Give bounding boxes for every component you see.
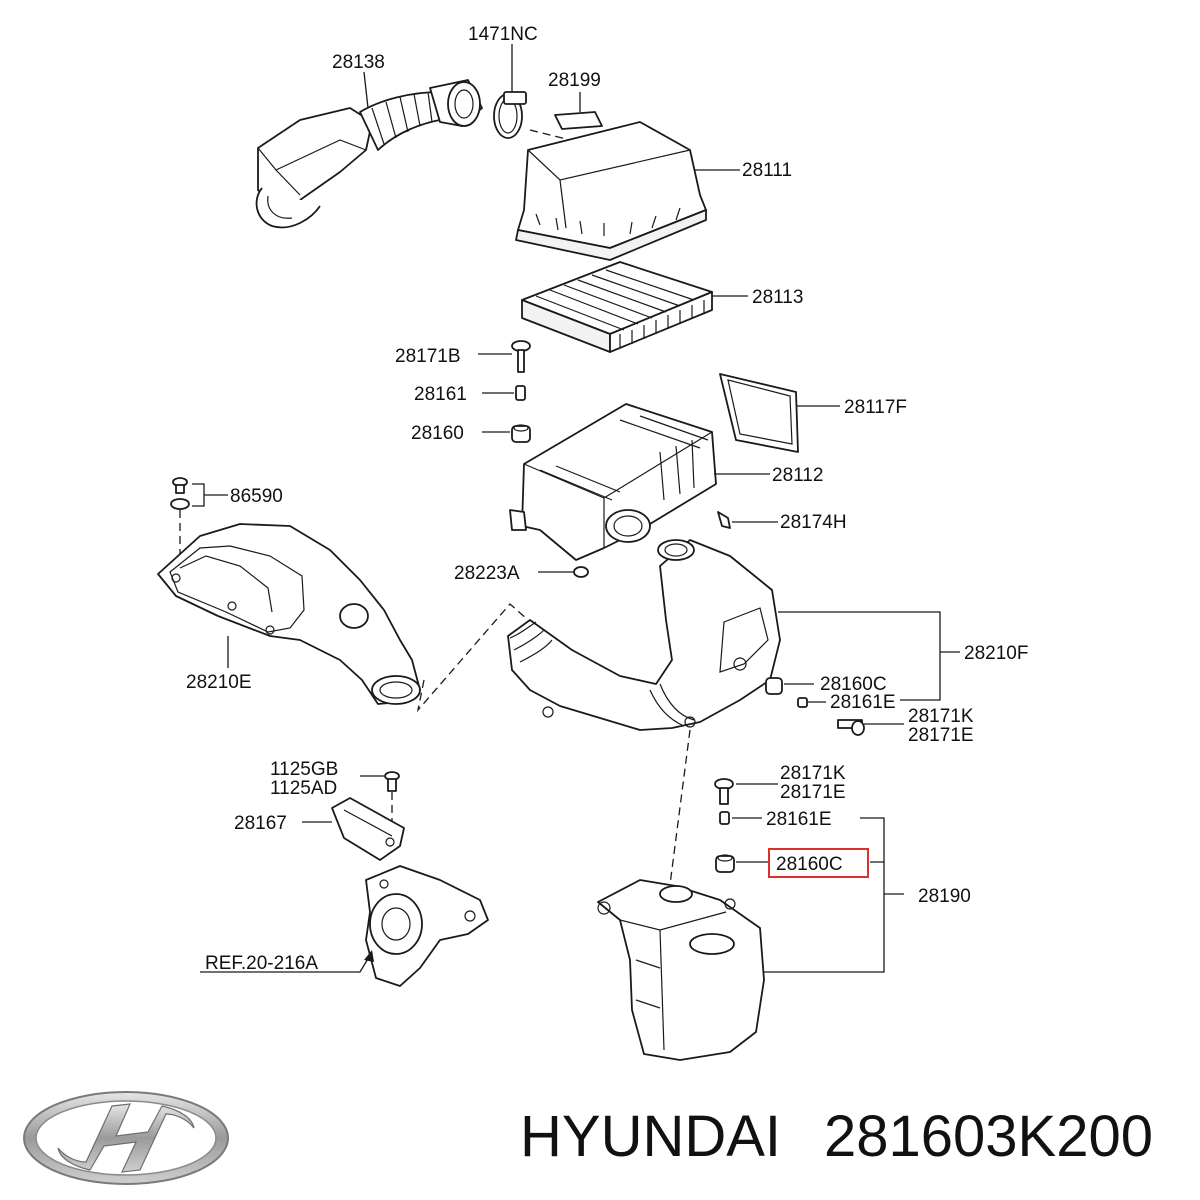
label-28112: 28112: [772, 465, 823, 486]
label-28117F: 28117F: [844, 397, 907, 418]
label-28138: 28138: [332, 52, 385, 73]
label-28223A: 28223A: [454, 563, 520, 584]
label-28171E-upper: 28171E: [908, 725, 974, 746]
part-86590-screws: [170, 477, 228, 570]
label-28210F: 28210F: [964, 643, 1028, 664]
label-28161E-upper: 28161E: [830, 692, 896, 713]
part-28190-resonator: [597, 817, 904, 1061]
label-28161: 28161: [414, 384, 467, 405]
part-28138-intake-duct: [255, 79, 483, 229]
highlight-box-28160C: [768, 848, 869, 878]
label-28160C-upper: 28160C: [820, 674, 887, 695]
label-28160: 28160: [411, 423, 464, 444]
part-28161E-collar-upper: [797, 697, 826, 708]
part-28171K-bolt-upper: [837, 719, 904, 736]
part-28167-bracket: [302, 797, 405, 861]
label-1125AD: 1125AD: [270, 778, 337, 799]
part-28161E-collar-lower: [719, 811, 762, 825]
part-28113-filter: [521, 261, 748, 353]
part-28111-cover: [515, 121, 740, 261]
part-28161-collar: [482, 385, 526, 401]
part-engine-mount: [200, 865, 489, 987]
part-28210E-duct: [157, 523, 421, 705]
part-28117F-gasket: [719, 373, 840, 453]
label-28171K-lower: 28171K: [780, 763, 846, 784]
label-28171E-lower: 28171E: [780, 782, 846, 803]
hyundai-logo: [23, 1091, 229, 1185]
label-1471NC: 1471NC: [468, 24, 538, 45]
part-28223A-nut: [538, 566, 589, 578]
part-28160-grommet: [482, 424, 531, 443]
label-28171B: 28171B: [395, 346, 461, 367]
label-ref-20-216A: REF.20-216A: [205, 953, 318, 974]
label-1125GB: 1125GB: [270, 759, 338, 780]
label-28113: 28113: [752, 287, 803, 308]
part-1471NC-clamp: [493, 44, 527, 139]
part-28171B-bolt: [478, 340, 531, 373]
part-28160C-grommet-upper: [765, 677, 814, 695]
part-number: 281603K200: [824, 1104, 1153, 1169]
label-28111: 28111: [742, 160, 792, 181]
part-1125GB-bolt: [360, 771, 400, 830]
part-28171K-bolt-lower: [714, 778, 778, 805]
label-28161E-lower: 28161E: [766, 809, 832, 830]
part-28210F-hose: [507, 539, 960, 901]
label-28199: 28199: [548, 70, 601, 91]
label-28160C-lower: 28160C: [776, 854, 843, 875]
label-28210E: 28210E: [186, 672, 252, 693]
part-28174H-clip: [717, 511, 778, 529]
label-28190: 28190: [918, 886, 971, 907]
part-28160C-grommet-lower: [715, 854, 770, 873]
brand-name: HYUNDAI: [520, 1104, 782, 1169]
label-28171K-upper: 28171K: [908, 706, 974, 727]
label-28174H: 28174H: [780, 512, 847, 533]
label-28167: 28167: [234, 813, 287, 834]
label-86590: 86590: [230, 486, 283, 507]
part-28112-body: [509, 403, 770, 561]
